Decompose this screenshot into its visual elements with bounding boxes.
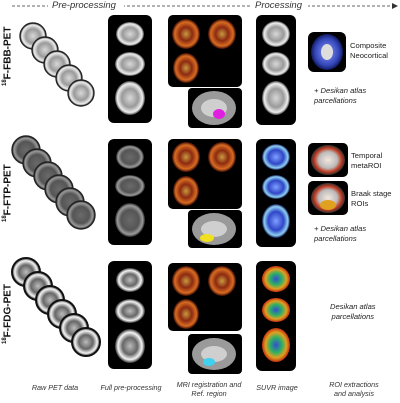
row-ftp-raw-stack <box>11 135 96 230</box>
header-processing: Processing <box>255 0 302 11</box>
roi-fbb-label: Composite Neocortical <box>350 41 388 60</box>
row-label-fdg: 18F-FDG-PET <box>2 283 14 344</box>
row-fbb-roi-brain <box>308 32 346 72</box>
fdg-atlas-note: Desikan atlas parcellations <box>330 302 376 321</box>
col-label-roi: ROI extractions and analysis <box>329 380 379 398</box>
header-proc-bg <box>250 0 308 12</box>
row-fbb-suvr-panel <box>256 15 296 125</box>
row-fdg-suvr-panel <box>256 261 296 371</box>
col-label-suvr: SUVR image <box>256 383 298 392</box>
row-ftp-suvr-panel <box>256 139 296 247</box>
roi-ftp-braak-label: Braak stage ROIs <box>351 189 392 208</box>
row-fdg-preproc-panel <box>108 261 152 369</box>
row-ftp-roi-braak <box>308 181 348 215</box>
row-label-ftp: 18F-FTP-PET <box>2 164 14 222</box>
row-ftp-roi-temporal <box>308 143 348 177</box>
row-fbb-mri-panel <box>168 15 242 128</box>
col-label-preproc: Full pre-processing <box>100 383 162 392</box>
header-arrow-head <box>392 3 398 9</box>
fbb-atlas-note: + Desikan atlas parcellations <box>314 86 367 105</box>
row-ftp-mri-panel <box>168 139 242 248</box>
col-label-raw: Raw PET data <box>31 383 79 392</box>
row-fbb-raw-stack <box>19 22 95 107</box>
roi-ftp-temporal-label: Temporal metaROI <box>351 151 383 170</box>
col-label-mri: MRI registration and Ref. region <box>176 380 242 398</box>
row-ftp-preproc-panel <box>108 139 152 245</box>
ftp-atlas-note: + Desikan atlas parcellations <box>314 224 367 243</box>
header-pre-processing: Pre-processing <box>52 0 116 11</box>
row-fbb-preproc-panel <box>108 15 152 123</box>
row-fdg-raw-stack <box>11 257 101 357</box>
header-pre-bg <box>48 0 124 12</box>
row-fdg-mri-panel <box>168 263 242 374</box>
row-label-fbb: 18F-FBB-PET <box>2 26 14 86</box>
